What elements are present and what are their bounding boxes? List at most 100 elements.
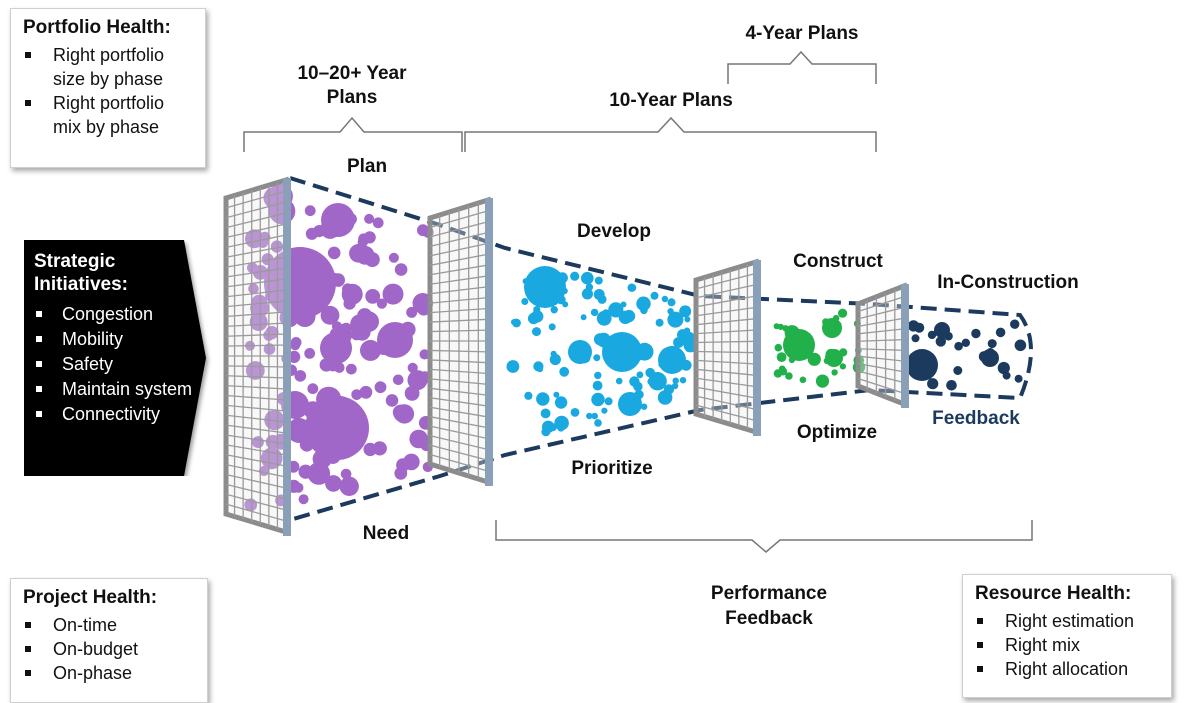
gate-grid-line (225, 256, 287, 268)
develop-bubble (512, 318, 519, 326)
plan-bubble (288, 350, 301, 363)
plan-bubble (340, 468, 352, 480)
develop-bubble (593, 354, 601, 362)
plan-bubble (419, 349, 430, 360)
project-health-list: On-time On-budget On-phase (23, 613, 197, 685)
bracket-performance-feedback (495, 520, 1033, 553)
plan-bubble (325, 475, 342, 492)
gate-grid-line (225, 311, 287, 318)
strategic-initiative-item: Congestion (34, 302, 214, 327)
gate-grid-line (225, 289, 287, 298)
plan-bubble (393, 404, 411, 422)
gate-grid-line (225, 365, 287, 368)
gate-grid-line (695, 368, 757, 376)
develop-bubble (540, 408, 551, 419)
in-construction-bubble (927, 378, 939, 390)
develop-bubble (622, 309, 636, 323)
gate-grid-line (225, 344, 287, 347)
develop-bubble (684, 316, 691, 323)
develop-bubble (533, 306, 541, 314)
in-construction-bubble (1014, 374, 1023, 383)
gate-grid-line (429, 453, 489, 472)
gate-grid-line (429, 242, 489, 257)
gate-grid-line (225, 384, 287, 390)
plan-bubble (359, 385, 373, 399)
develop-bubble (585, 283, 594, 291)
gate-grid-line (695, 386, 757, 399)
in-construction-bubble (927, 330, 937, 340)
bracket-4-year (727, 50, 877, 84)
large-bubble (822, 318, 842, 338)
gate-grid-line (225, 234, 287, 249)
construct-bubble (777, 323, 784, 330)
develop-bubble (554, 396, 568, 409)
large-bubble (377, 322, 413, 358)
develop-bubble (640, 403, 648, 410)
large-bubble (981, 349, 999, 367)
plan-bubble (376, 298, 387, 309)
plan-bubble (304, 348, 316, 359)
develop-bubble (596, 310, 612, 326)
gate-construct (693, 258, 761, 436)
plan-bubble (407, 362, 418, 373)
develop-bubble (570, 408, 580, 417)
construct-bubble (774, 343, 783, 352)
in-construction-bubble (961, 338, 970, 347)
gate-grid-line (429, 231, 489, 248)
strategic-initiative-item: Mobility (34, 327, 214, 352)
large-bubble (568, 340, 592, 364)
develop-bubble (667, 308, 674, 315)
resource-health-item: Right estimation (975, 609, 1161, 633)
develop-bubble (531, 310, 544, 323)
stage-need-label: Need (363, 523, 409, 544)
construct-bubble (807, 352, 821, 366)
plan-bubble (388, 252, 399, 263)
gate-grid-line (225, 463, 287, 478)
gate-grid-line (695, 359, 757, 365)
in-construction-bubble (911, 334, 920, 343)
portfolio-health-item: Right portfolio mix by phase (23, 91, 195, 139)
gate-grid-line (225, 201, 287, 219)
develop-bubble (627, 283, 636, 292)
develop-bubble (671, 382, 679, 390)
in-construction-bubble (971, 328, 981, 339)
gate-grid-line (429, 387, 489, 396)
gate-grid-line (429, 307, 489, 314)
develop-bubble (570, 271, 580, 281)
develop-bubble (590, 308, 599, 317)
gate-grid-line (225, 424, 287, 434)
phase-gates (223, 176, 909, 536)
gate-grid-line (429, 444, 489, 461)
plan-bubble (339, 476, 359, 496)
gate-grid-line (429, 425, 489, 440)
develop-bubble (604, 397, 613, 406)
develop-bubble (592, 380, 603, 391)
develop-bubble (685, 345, 692, 353)
gate-grid-line (429, 318, 489, 323)
develop-bubble (586, 412, 593, 420)
portfolio-health-list: Right portfolio size by phase Right port… (23, 43, 195, 139)
gate-grid-line (695, 329, 757, 335)
plan-bubble (248, 283, 259, 295)
develop-bubble (549, 353, 561, 366)
gate-grid-line (225, 414, 287, 423)
resource-health-title: Resource Health: (975, 583, 1132, 604)
develop-bubble (672, 377, 679, 384)
gate-grid-line (225, 245, 287, 258)
gate-grid-line (225, 483, 287, 500)
in-construction-bubble (987, 339, 997, 349)
gate-grid-line (429, 397, 489, 407)
develop-bubble (591, 392, 605, 407)
in-construction-bubble (914, 322, 925, 333)
plan-bubble (382, 283, 404, 305)
develop-bubble (581, 288, 594, 300)
gate-in-construction (855, 282, 909, 408)
in-construction-bubble (935, 336, 946, 347)
gate-grid-line (857, 348, 905, 352)
construct-bubble (838, 308, 848, 318)
gate-grid-line (429, 329, 489, 333)
gate-grid-line (225, 333, 287, 337)
large-bubble (906, 349, 938, 381)
four-year-plans-label: 4-Year Plans (745, 23, 858, 44)
plan-bubble (359, 317, 371, 329)
